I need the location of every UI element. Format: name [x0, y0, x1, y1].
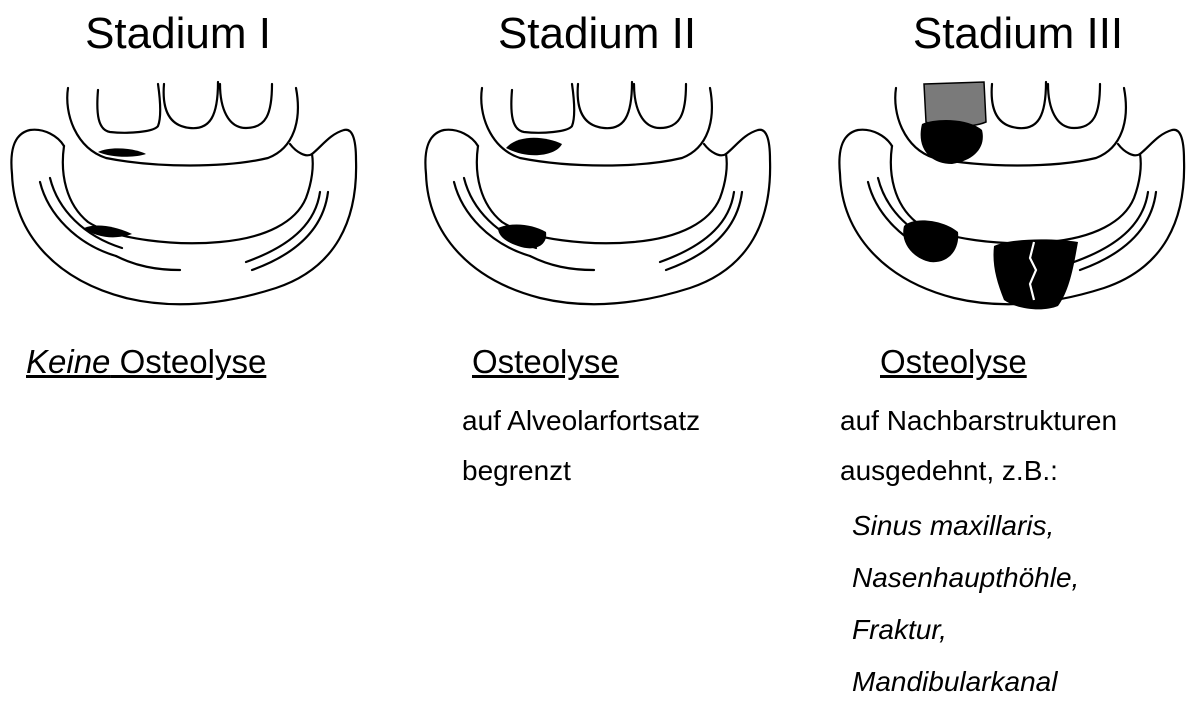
lesion-mark: [84, 226, 132, 238]
example-item: Mandibularkanal: [852, 656, 1079, 708]
description-line: begrenzt: [462, 446, 700, 496]
chin-curve: [116, 256, 180, 270]
example-item: Sinus maxillaris,: [852, 500, 1079, 552]
stage-3-title: Stadium III: [896, 8, 1140, 60]
description-line: ausgedehnt, z.B.:: [840, 446, 1117, 496]
chin-curve: [530, 256, 594, 270]
stage-1-title: Stadium I: [70, 8, 286, 60]
stage-2-mandible-illustration: [420, 74, 780, 314]
mandible-outline: [425, 82, 770, 304]
stage-2-description: auf Alveolarfortsatz begrenzt: [462, 396, 700, 496]
stage-1-heading-text: Osteolyse: [110, 343, 266, 380]
stage-2-title: Stadium II: [484, 8, 710, 60]
stage-1-heading: Keine Osteolyse: [26, 340, 266, 384]
stage-3-examples-list: Sinus maxillaris, Nasenhaupthöhle, Frakt…: [852, 500, 1079, 708]
stage-2-heading: Osteolyse: [472, 340, 619, 384]
stage-3-heading: Osteolyse: [880, 340, 1027, 384]
tooth-outline: [97, 84, 160, 133]
mandibular-canal: [40, 178, 122, 256]
grey-affected-tooth: [924, 82, 986, 127]
tooth-outline: [164, 82, 218, 128]
description-line: auf Alveolarfortsatz: [462, 396, 700, 446]
tooth-outline: [992, 82, 1046, 128]
mandibular-canal: [1074, 192, 1156, 270]
tooth-outline: [634, 84, 686, 128]
example-item: Fraktur,: [852, 604, 1079, 656]
mandible-outline: [11, 82, 356, 304]
tooth-outline: [578, 82, 632, 128]
stage-1-heading-emphasis: Keine: [26, 343, 110, 380]
tooth-outline: [1048, 84, 1100, 128]
lesions: [498, 138, 562, 249]
stage-3-description: auf Nachbarstrukturen ausgedehnt, z.B.:: [840, 396, 1117, 496]
stage-3-mandible-illustration: [834, 74, 1192, 314]
mandibular-canal: [660, 192, 742, 270]
tooth-outline: [511, 84, 574, 133]
tooth-outline: [220, 84, 272, 128]
lesion-mark: [98, 148, 146, 156]
stage-1-mandible-illustration: [6, 74, 366, 314]
example-item: Nasenhaupthöhle,: [852, 552, 1079, 604]
description-line: auf Nachbarstrukturen: [840, 396, 1117, 446]
lesion-upper: [506, 138, 562, 156]
lesion-lower-left: [903, 220, 958, 262]
lesions: [903, 120, 1078, 309]
mandibular-canal: [246, 192, 328, 270]
